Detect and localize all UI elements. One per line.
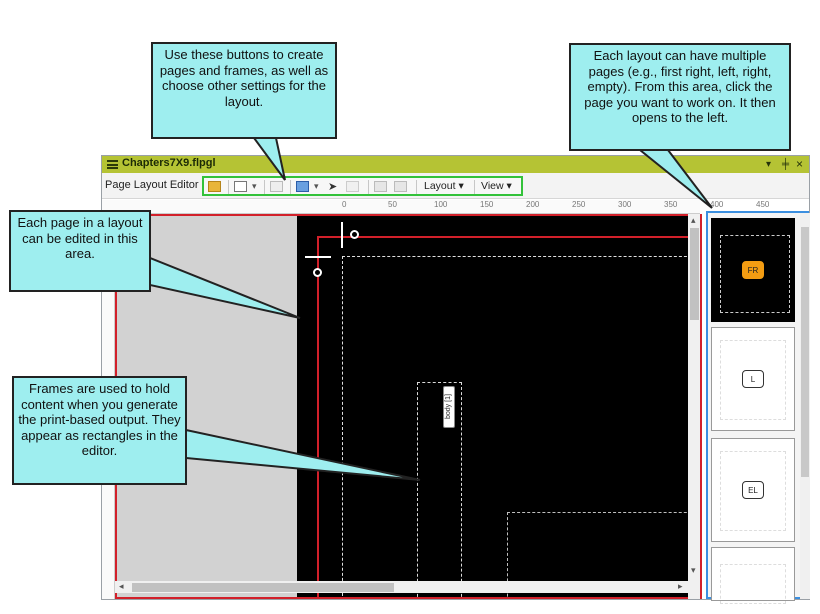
- open-folder-icon[interactable]: [208, 181, 221, 192]
- page-canvas[interactable]: body [1]: [297, 216, 700, 597]
- page-thumbnails-panel: FR L EL: [706, 211, 810, 604]
- toolbar-button-group: ▾ ▾ ➤ Layout ▾ View ▾: [202, 176, 523, 196]
- frame-icon[interactable]: [296, 181, 309, 192]
- callout-pages: Each layout can have multiple pages (e.g…: [569, 43, 791, 151]
- close-icon[interactable]: ×: [796, 157, 804, 171]
- menu-icon[interactable]: [107, 160, 118, 169]
- ruler-label: 100: [434, 200, 448, 209]
- separator: [474, 180, 475, 194]
- guide-line: [305, 256, 331, 258]
- view-menu[interactable]: View ▾: [481, 180, 512, 192]
- pointer-editor: [149, 256, 301, 319]
- layout-editor-window: Chapters7X9.flpgl ▾ ╪ × Page Layout Edit…: [101, 155, 810, 604]
- align-icon[interactable]: [346, 181, 359, 192]
- ruler-label: 0: [342, 200, 347, 209]
- separator: [264, 180, 265, 194]
- guide-handle[interactable]: [313, 268, 322, 277]
- thumbnail-badge: L: [742, 370, 764, 388]
- pointer-frames: [185, 428, 421, 481]
- horizontal-ruler: 0 50 100 150 200 250 300 350 400 450: [102, 200, 769, 214]
- thumbnail-frame: [720, 340, 786, 420]
- ruler-label: 400: [710, 200, 724, 209]
- bring-forward-icon[interactable]: [374, 181, 387, 192]
- guide-line: [341, 222, 343, 248]
- pin-icon[interactable]: ╪: [782, 159, 790, 170]
- thumbnail-first-right[interactable]: FR: [711, 218, 795, 322]
- callout-frames: Frames are used to hold content when you…: [12, 376, 187, 485]
- scroll-left-icon[interactable]: ◂: [119, 581, 124, 591]
- dropdown-icon[interactable]: ▾: [766, 159, 772, 170]
- page-properties-icon[interactable]: [270, 181, 283, 192]
- ruler-label: 300: [618, 200, 632, 209]
- thumbnail-empty-left[interactable]: EL: [711, 438, 795, 542]
- thumbnail-frame: [720, 451, 786, 531]
- thumbnail-frame: [720, 564, 786, 604]
- ruler-label: 50: [388, 200, 397, 209]
- callout-toolbar: Use these buttons to create pages and fr…: [151, 42, 337, 139]
- separator: [290, 180, 291, 194]
- content-frame[interactable]: [342, 256, 700, 597]
- scroll-right-icon[interactable]: ▸: [678, 581, 683, 591]
- window-title: Chapters7X9.flpgl: [122, 157, 216, 169]
- editor-label: Page Layout Editor: [105, 179, 199, 191]
- separator: [368, 180, 369, 194]
- pointer-icon[interactable]: ➤: [328, 181, 338, 193]
- horizontal-scroll-thumb[interactable]: [132, 583, 394, 592]
- separator: [228, 180, 229, 194]
- footer-frame[interactable]: [507, 512, 700, 597]
- thumbnail-left[interactable]: L: [711, 327, 795, 431]
- send-backward-icon[interactable]: [394, 181, 407, 192]
- guide-handle[interactable]: [350, 230, 359, 239]
- ruler-label: 200: [526, 200, 540, 209]
- separator: [416, 180, 417, 194]
- chevron-down-icon[interactable]: ▾: [314, 181, 319, 191]
- add-page-icon[interactable]: [234, 181, 247, 192]
- thumbnail-scroll-thumb[interactable]: [801, 227, 809, 477]
- ruler-label: 350: [664, 200, 678, 209]
- pointer-toolbar: [252, 137, 286, 181]
- thumbnail-badge: EL: [742, 481, 764, 499]
- layout-menu[interactable]: Layout ▾: [424, 180, 464, 192]
- vertical-scroll-thumb[interactable]: [690, 228, 699, 320]
- scroll-down-icon[interactable]: ▾: [691, 565, 696, 575]
- thumbnail-frame: [720, 235, 790, 313]
- thumbnail-right[interactable]: [711, 547, 795, 604]
- scroll-up-icon[interactable]: ▴: [691, 215, 696, 225]
- ruler-label: 250: [572, 200, 586, 209]
- ruler-label: 450: [756, 200, 770, 209]
- page-editor-area[interactable]: body [1]: [115, 214, 702, 599]
- thumbnail-badge: FR: [742, 261, 764, 279]
- pointer-pages: [637, 149, 713, 209]
- body-frame[interactable]: [417, 382, 462, 597]
- chevron-down-icon[interactable]: ▾: [252, 181, 257, 191]
- callout-editor: Each page in a layout can be edited in t…: [9, 210, 151, 292]
- toolbar: Page Layout Editor ▾ ▾ ➤ Layout ▾ View ▾: [102, 173, 809, 199]
- ruler-label: 150: [480, 200, 494, 209]
